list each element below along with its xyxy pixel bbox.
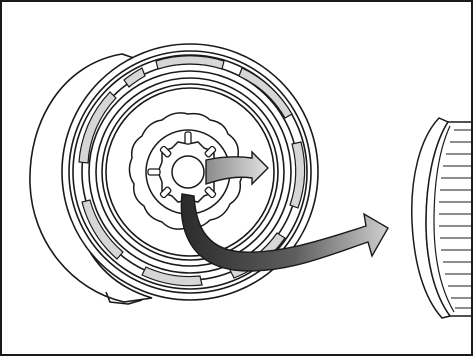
cap-side-view	[412, 118, 473, 318]
